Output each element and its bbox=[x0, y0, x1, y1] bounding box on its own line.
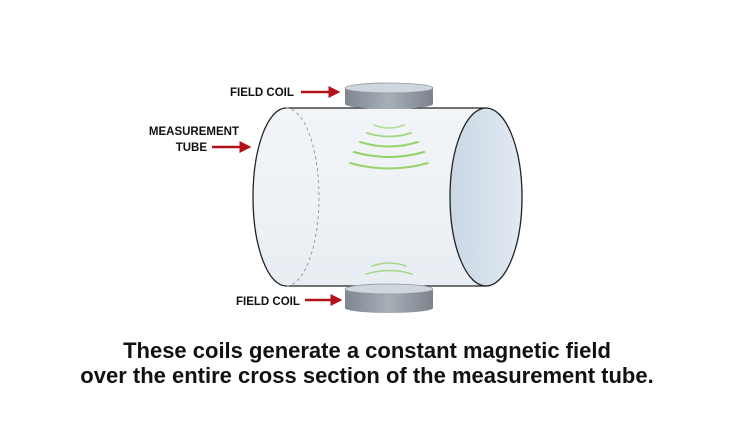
tube-body bbox=[252, 107, 487, 287]
measurement-tube bbox=[252, 107, 523, 287]
field-line bbox=[353, 151, 425, 158]
field-line bbox=[359, 141, 419, 148]
field-line bbox=[366, 132, 412, 138]
bottom-coil-label: FIELD COIL bbox=[236, 296, 300, 308]
bottom-field-coil bbox=[344, 283, 434, 313]
bottom-coil-face bbox=[344, 283, 434, 295]
top-coil-face bbox=[344, 82, 434, 94]
top-coil-label: FIELD COIL bbox=[230, 87, 294, 99]
tube-label-line1: MEASUREMENT bbox=[149, 126, 239, 138]
tube-label-line2: TUBE bbox=[176, 142, 208, 154]
field-line bbox=[365, 269, 413, 275]
bottom-coil-side bbox=[345, 289, 433, 313]
tube-left-rim-dashed bbox=[285, 107, 320, 287]
caption-line-2: over the entire cross section of the mea… bbox=[80, 363, 654, 388]
field-line bbox=[349, 162, 429, 170]
field-line bbox=[371, 262, 407, 267]
magnetic-field-lines-top bbox=[349, 124, 429, 170]
caption-line-1: These coils generate a constant magnetic… bbox=[123, 338, 611, 363]
tube-end-face bbox=[449, 107, 523, 287]
magnetic-field-lines-bottom bbox=[365, 262, 413, 275]
caption: These coils generate a constant magnetic… bbox=[0, 338, 734, 388]
top-coil-side bbox=[345, 88, 433, 109]
field-line bbox=[373, 124, 405, 129]
top-field-coil bbox=[344, 82, 434, 109]
